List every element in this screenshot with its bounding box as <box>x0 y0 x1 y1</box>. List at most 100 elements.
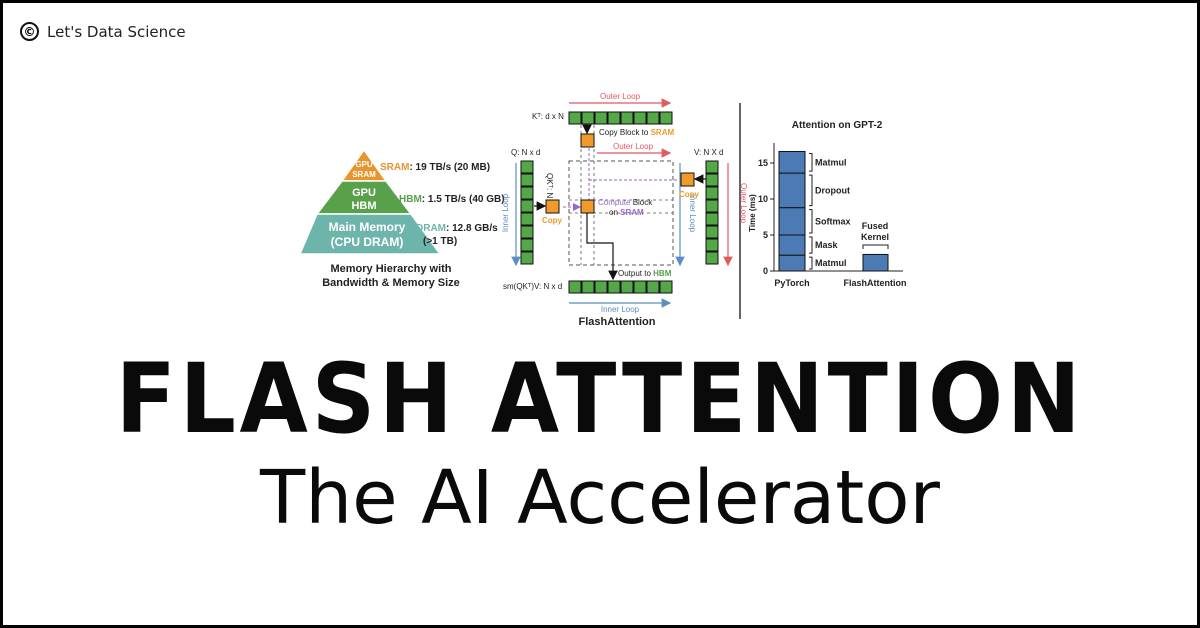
headline-subtitle: The AI Accelerator <box>260 455 940 541</box>
inner-loop-label-left: Inner Loop <box>501 193 510 232</box>
spec-dram-extra: (>1 TB) <box>423 236 457 247</box>
q-block-5 <box>520 225 534 239</box>
copyright-icon: © <box>20 22 39 41</box>
v-block-3 <box>705 199 719 213</box>
output-prefix: Output to <box>618 269 653 278</box>
y-tick-label-15: 15 <box>758 158 768 168</box>
bar-segment-0-1 <box>778 234 806 256</box>
brand-name: Let's Data Science <box>47 22 186 41</box>
bar-segment-0-2 <box>778 207 806 236</box>
segment-bracket-1 <box>809 236 813 254</box>
kt-block-3 <box>607 111 621 125</box>
output-label: Output to HBM <box>618 269 672 278</box>
spec-dram: DRAM: 12.8 GB/s <box>416 223 498 234</box>
out-block-6 <box>646 280 660 294</box>
y-tick-label-0: 0 <box>763 266 768 276</box>
q-label: Q: N x d <box>511 148 540 157</box>
qk-label: QKᵀ: N x N <box>545 173 554 213</box>
segment-bracket-2 <box>809 209 813 234</box>
pyramid-tier-dram <box>298 213 442 255</box>
outer-loop-label-top: Outer Loop <box>600 92 641 101</box>
headline-title: FLASH ATTENTION <box>115 343 1085 455</box>
inner-loop-label-right: Inner Loop <box>688 194 697 233</box>
copy-block-q <box>545 199 560 214</box>
v-block-column <box>705 160 719 265</box>
segment-label-0: Matmul <box>815 258 847 268</box>
diagram-figure: GPU SRAM GPU HBM Main Memory (CPU DRAM) … <box>298 92 907 328</box>
out-block-7 <box>659 280 673 294</box>
memory-pyramid: GPU SRAM GPU HBM Main Memory (CPU DRAM) … <box>298 148 505 289</box>
fused-label-1: Fused <box>862 221 889 231</box>
spec-hbm: HBM: 1.5 TB/s (40 GB) <box>399 194 505 205</box>
out-block-0 <box>568 280 582 294</box>
compute-target: SRAM <box>620 208 644 217</box>
spec-dram-value: : 12.8 GB/s <box>446 223 498 234</box>
copy-block-kt <box>580 133 595 148</box>
kt-block-4 <box>620 111 634 125</box>
tier-hbm-label-1: GPU <box>352 187 376 199</box>
v-block-2 <box>705 186 719 200</box>
copy-label-q: Copy <box>542 216 563 225</box>
spec-sram-name: SRAM <box>380 162 409 173</box>
q-block-3 <box>520 199 534 213</box>
v-block-6 <box>705 238 719 252</box>
flashattention-caption: FlashAttention <box>579 316 656 328</box>
kt-block-2 <box>594 111 608 125</box>
out-block-1 <box>581 280 595 294</box>
compute-label-2: on SRAM <box>609 208 644 217</box>
compute-label-1: Compute Block <box>598 198 653 207</box>
chart-ylabel: Time (ms) <box>748 194 757 232</box>
q-block-1 <box>520 173 534 187</box>
copy-block-v <box>680 172 695 187</box>
kt-block-5 <box>633 111 647 125</box>
compute-block <box>580 199 595 214</box>
tier-hbm-label-2: HBM <box>351 200 376 212</box>
pyramid-caption-2: Bandwidth & Memory Size <box>322 277 460 289</box>
inner-loop-label-bottom: Inner Loop <box>601 305 640 314</box>
out-block-5 <box>633 280 647 294</box>
bar-segment-1-0 <box>862 253 889 272</box>
segment-label-3: Dropout <box>815 185 850 195</box>
tier-sram-label-1: GPU <box>355 160 373 169</box>
fused-bracket <box>862 244 889 249</box>
v-block-0 <box>705 160 719 174</box>
segment-bracket-3 <box>809 174 813 207</box>
compute-on: on <box>609 208 620 217</box>
q-block-7 <box>520 251 534 265</box>
v-label: V: N X d <box>694 148 724 157</box>
v-block-4 <box>705 212 719 226</box>
bar-segment-0-4 <box>778 150 806 174</box>
copy-block-prefix: Copy Block to <box>599 128 651 137</box>
output-block-row <box>568 280 673 294</box>
segment-label-2: Softmax <box>815 216 851 226</box>
out-block-3 <box>607 280 621 294</box>
kt-block-1 <box>581 111 595 125</box>
tier-dram-label-2: (CPU DRAM) <box>331 235 404 249</box>
q-block-6 <box>520 238 534 252</box>
spec-dram-name: DRAM <box>416 223 446 234</box>
output-target: HBM <box>653 269 672 278</box>
output-arrow <box>586 213 618 281</box>
kt-block-0 <box>568 111 582 125</box>
pyramid-caption-1: Memory Hierarchy with <box>330 263 451 275</box>
segment-label-4: Matmul <box>815 157 847 167</box>
chart-title: Attention on GPT-2 <box>792 120 883 131</box>
flashattention-diagram: Kᵀ: d x N Q: N x d V: N X d QKᵀ: N x N s… <box>501 92 748 328</box>
q-block-4 <box>520 212 534 226</box>
bar-segment-0-3 <box>778 172 806 209</box>
copy-block-target: SRAM <box>651 128 675 137</box>
kt-block-6 <box>646 111 660 125</box>
outer-loop-label-mid: Outer Loop <box>613 142 654 151</box>
segment-bracket-0 <box>809 256 813 270</box>
spec-sram-value: : 19 TB/s (20 MB) <box>409 162 490 173</box>
segment-bracket-4 <box>809 152 813 172</box>
outer-loop-label-right: Outer Loop <box>739 183 748 224</box>
compute-suffix: Block <box>630 198 653 207</box>
category-label-0: PyTorch <box>774 278 809 288</box>
q-block-column <box>520 160 534 265</box>
spec-hbm-name: HBM <box>399 194 422 205</box>
q-block-2 <box>520 186 534 200</box>
